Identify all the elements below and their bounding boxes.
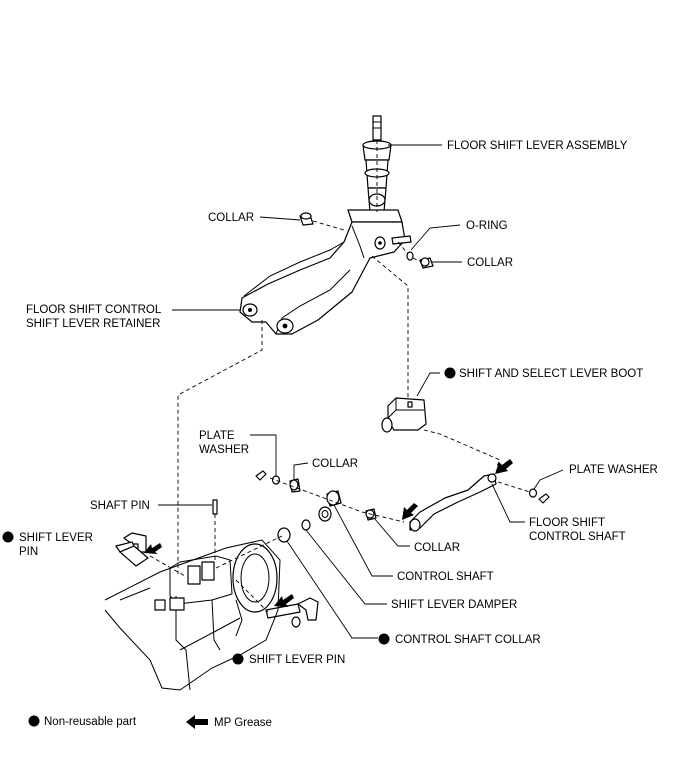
label-plate-washer-right: PLATE WASHER <box>569 464 658 476</box>
transmission-housing-drawing <box>104 539 281 691</box>
label-plate-washer-left-2: WASHER <box>199 444 249 456</box>
leader-lines <box>158 144 564 639</box>
shift-lever-pin-bottom-drawing <box>265 597 319 628</box>
grease-arrow-icon <box>402 503 418 520</box>
label-shift-lever-pin-bottom: SHIFT LEVER PIN <box>249 654 345 666</box>
mp-grease-arrows <box>144 459 513 607</box>
label-collar-top: COLLAR <box>208 212 254 224</box>
legend-mp-grease-text: MP Grease <box>214 717 272 729</box>
label-o-ring: O-RING <box>466 220 508 232</box>
label-shaft-pin: SHAFT PIN <box>90 500 150 512</box>
control-shaft-collar-drawing <box>277 527 291 543</box>
legend-grease-arrow-icon <box>186 715 208 729</box>
label-shift-lever-damper: SHIFT LEVER DAMPER <box>391 599 517 611</box>
label-shift-lever-pin-left-1: SHIFT LEVER <box>19 532 93 544</box>
label-floor-shift-control-shaft-1: FLOOR SHIFT <box>529 517 605 529</box>
control-shaft-drawing <box>318 490 342 522</box>
label-control-shaft-collar: CONTROL SHAFT COLLAR <box>395 634 541 646</box>
collar-right-drawing <box>419 257 434 269</box>
label-shift-lever-pin-left-2: PIN <box>19 546 38 558</box>
label-plate-washer-left-1: PLATE <box>199 430 235 442</box>
collar-mid-drawing <box>289 478 301 493</box>
o-ring-drawing <box>406 251 414 261</box>
grease-arrow-icon <box>144 543 162 554</box>
label-collar-right: COLLAR <box>467 257 513 269</box>
floor-shift-lever-assembly-drawing <box>347 115 403 223</box>
legend-non-reusable-text: Non-reusable part <box>44 716 137 728</box>
label-floor-shift-control-shaft-2: CONTROL SHAFT <box>529 531 626 543</box>
label-control-shaft: CONTROL SHAFT <box>397 571 494 583</box>
shift-select-lever-boot-drawing <box>381 397 427 433</box>
non-reusable-dot-icon <box>2 531 14 543</box>
floor-shift-control-shaft-drawing <box>409 473 497 532</box>
non-reusable-dot-icon <box>378 633 390 645</box>
label-collar-lower: COLLAR <box>414 542 460 554</box>
label-retainer-line1: FLOOR SHIFT CONTROL <box>26 304 162 316</box>
label-floor-shift-lever-assembly: FLOOR SHIFT LEVER ASSEMBLY <box>447 140 628 152</box>
shaft-pin-drawing <box>212 499 218 515</box>
grease-arrow-icon <box>495 459 513 474</box>
shift-lever-retainer-drawing <box>239 221 412 335</box>
non-reusable-dot-icon <box>444 367 456 379</box>
label-retainer-line2: SHIFT LEVER RETAINER <box>26 318 160 330</box>
collar-top-drawing <box>299 212 314 226</box>
non-reusable-dot-icon <box>232 653 244 665</box>
legend: Non-reusable part MP Grease <box>28 715 272 729</box>
plate-washer-left-drawing <box>255 470 281 485</box>
label-collar-mid: COLLAR <box>312 458 358 470</box>
shift-lever-damper-drawing <box>301 519 311 531</box>
grease-arrow-icon <box>274 594 294 607</box>
assembly-dashed-lines <box>149 140 531 613</box>
plate-washer-right-drawing <box>528 488 550 504</box>
label-boot: SHIFT AND SELECT LEVER BOOT <box>459 368 643 380</box>
shift-lever-pin-left-drawing <box>115 532 149 567</box>
legend-non-reusable-dot-icon <box>28 715 40 727</box>
